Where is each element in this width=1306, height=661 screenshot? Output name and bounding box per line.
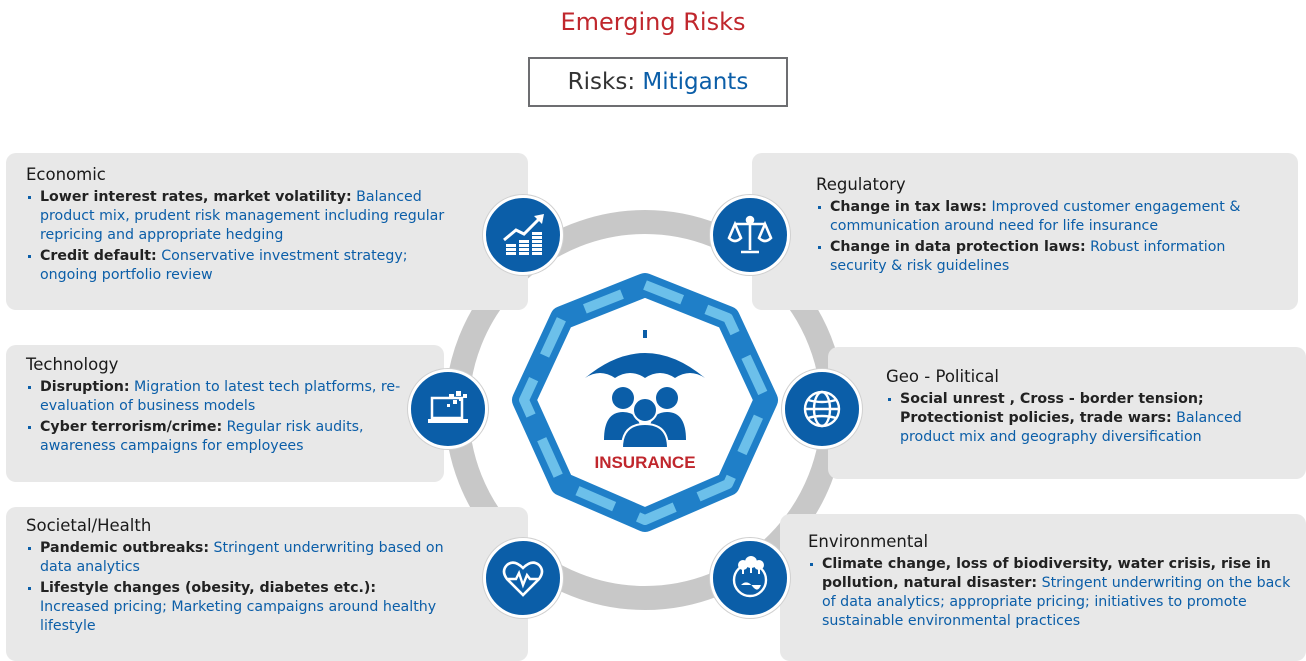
card-title: Geo - Political	[886, 367, 999, 386]
legend-risks-label: Risks:	[567, 69, 636, 95]
legend-box: Risks: Mitigants	[528, 57, 788, 107]
card-societal: Societal/Health Pandemic outbreaks: Stri…	[6, 507, 528, 661]
list-item: Climate change, loss of biodiversity, wa…	[808, 555, 1292, 631]
list-item: Lifestyle changes (obesity, diabetes etc…	[26, 579, 440, 636]
card-title: Environmental	[808, 532, 929, 551]
list-item: Disruption: Migration to latest tech pla…	[26, 378, 430, 416]
list-item: Pandemic outbreaks: Stringent underwriti…	[26, 539, 475, 577]
earth-trees-icon	[710, 538, 790, 618]
card-geopolitical: Geo - Political Social unrest , Cross - …	[828, 347, 1306, 479]
card-environmental: Environmental Climate change, loss of bi…	[780, 514, 1306, 661]
list-item: Change in data protection laws: Robust i…	[816, 238, 1270, 276]
list-item: Social unrest , Cross - border tension; …	[886, 390, 1280, 447]
list-item: Change in tax laws: Improved customer en…	[816, 198, 1290, 236]
legend-mitigants-label: Mitigants	[642, 69, 749, 95]
card-title: Regulatory	[816, 175, 906, 194]
list-item: Lower interest rates, market volatility:…	[26, 188, 460, 245]
umbrella-family-icon	[585, 330, 705, 449]
page-title: Emerging Risks	[560, 8, 746, 36]
card-regulatory: Regulatory Change in tax laws: Improved …	[752, 153, 1298, 310]
list-item: Cyber terrorism/crime: Regular risk audi…	[26, 418, 420, 456]
hands-ring-icon	[512, 273, 778, 532]
card-title: Societal/Health	[26, 516, 152, 535]
globe-icon	[782, 369, 862, 449]
card-technology: Technology Disruption: Migration to late…	[6, 345, 444, 482]
list-item: Credit default: Conservative investment …	[26, 247, 460, 285]
card-economic: Economic Lower interest rates, market vo…	[6, 153, 528, 310]
growth-chart-coins-icon	[483, 195, 563, 275]
insurance-label: INSURANCE	[594, 453, 696, 472]
heart-pulse-icon	[483, 538, 563, 618]
scales-icon	[710, 195, 790, 275]
card-title: Economic	[26, 165, 106, 184]
card-title: Technology	[26, 355, 119, 374]
laptop-digital-icon	[408, 369, 488, 449]
